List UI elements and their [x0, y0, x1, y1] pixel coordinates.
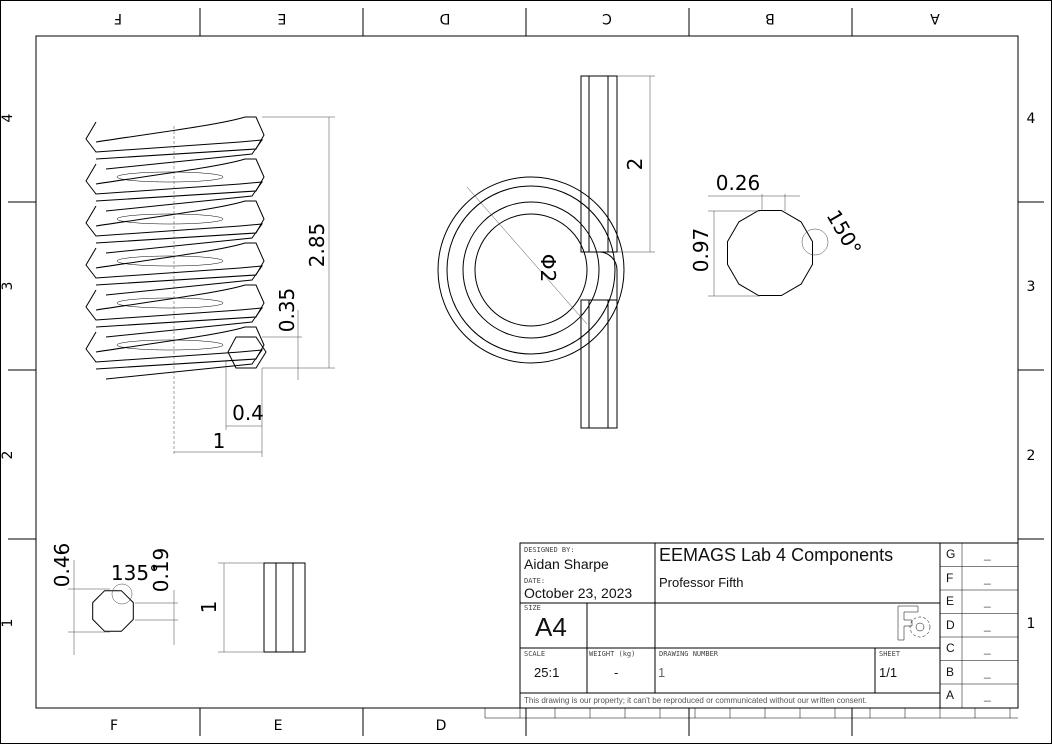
revision-value: _: [984, 594, 991, 608]
revision-value: _: [984, 617, 991, 632]
spring-front-view: [85, 116, 267, 380]
drawing-number-label: DRAWING NUMBER: [659, 650, 719, 658]
zone-col-bottom: D: [436, 718, 447, 734]
revision-letter: A: [946, 688, 955, 702]
wire-section-view: 0.26 0.97 150°: [689, 171, 867, 297]
dim-oct-angle: 135°: [111, 561, 159, 585]
designed-by-value: Aidan Sharpe: [524, 556, 609, 572]
dim-leg-length: 2: [623, 158, 647, 171]
zone-col-top: F: [114, 10, 122, 26]
revision-value: _: [984, 688, 991, 702]
disclaimer: This drawing is our property; it can't b…: [524, 696, 868, 705]
dim-spring-height: 2.85: [305, 223, 329, 268]
scale-value: 25:1: [534, 665, 560, 680]
sheet-value: 1/1: [879, 665, 898, 680]
zone-col-bottom: F: [110, 718, 118, 734]
zone-col-top: B: [765, 10, 775, 26]
revision-letter: C: [946, 641, 955, 655]
revision-value: _: [984, 664, 991, 679]
revision-value: _: [984, 547, 991, 561]
revision-letter: F: [946, 570, 954, 585]
dim-section-height: 0.97: [689, 228, 713, 273]
wire-side-view: 1: [197, 562, 306, 653]
dim-oct-face: 0.19: [149, 548, 173, 593]
revision-letter: D: [946, 617, 955, 632]
revision-letter: E: [946, 594, 955, 608]
designed-by-label: DESIGNED BY:: [524, 546, 575, 554]
weight-value: -: [614, 665, 619, 680]
revision-value: _: [984, 641, 991, 655]
drawing-title: EEMAGS Lab 4 Components: [659, 545, 894, 565]
dim-wire-width: 0.4: [232, 401, 264, 425]
revision-letter: B: [946, 664, 955, 679]
zone-labels-left: 4 3 2 1: [0, 113, 16, 627]
zone-row-right: 2: [1027, 448, 1036, 464]
dim-wire-height: 0.35: [275, 288, 299, 333]
zone-row-left: 4: [0, 113, 16, 122]
weight-label: WEIGHT (kg): [589, 650, 636, 658]
scale-label: SCALE: [524, 650, 546, 658]
octagon-section-view: 0.46 135° 0.19: [50, 543, 178, 655]
date-label: DATE:: [524, 577, 546, 585]
dim-coil-radius: 1: [213, 429, 226, 453]
zone-col-bottom: E: [274, 718, 283, 734]
size-value: A4: [535, 612, 567, 642]
dim-loop-diameter: Φ2: [536, 254, 560, 282]
spring-dimensions: 2.85 0.35 0.4 1: [173, 116, 335, 457]
zone-labels-bottom: F E D: [110, 718, 446, 734]
zone-col-top: E: [278, 10, 287, 26]
drawing-subtitle: Professor Fifth: [659, 575, 744, 590]
zone-col-top: A: [930, 10, 940, 26]
dim-face-width: 0.26: [716, 171, 761, 195]
zone-row-left: 2: [0, 451, 16, 460]
date-value: October 23, 2023: [524, 585, 633, 601]
zone-marks: [8, 8, 1044, 736]
freecad-logo: [897, 605, 931, 641]
dim-section-angle: 150°: [822, 206, 867, 260]
revision-letter: G: [946, 547, 956, 561]
zone-row-right: 3: [1027, 279, 1036, 295]
zone-row-right: 1: [1027, 616, 1036, 632]
zone-labels-right: 4 3 2 1: [1027, 111, 1036, 632]
dim-side-height: 1: [197, 601, 221, 614]
sheet-label: SHEET: [879, 650, 901, 658]
zone-labels-top: F E D C B A: [114, 10, 940, 26]
zone-col-top: D: [440, 10, 451, 26]
dim-oct-height: 0.46: [50, 543, 74, 588]
size-label: SIZE: [524, 604, 541, 612]
revision-value: _: [984, 570, 991, 585]
zone-row-left: 3: [0, 282, 16, 291]
zone-row-right: 4: [1027, 111, 1036, 127]
drawing-number-value: 1: [658, 665, 666, 680]
zone-row-left: 1: [0, 619, 16, 628]
title-block-frame: [519, 542, 1019, 709]
loop-top-view: 2 Φ2: [437, 75, 655, 429]
zone-col-top: C: [602, 10, 612, 26]
